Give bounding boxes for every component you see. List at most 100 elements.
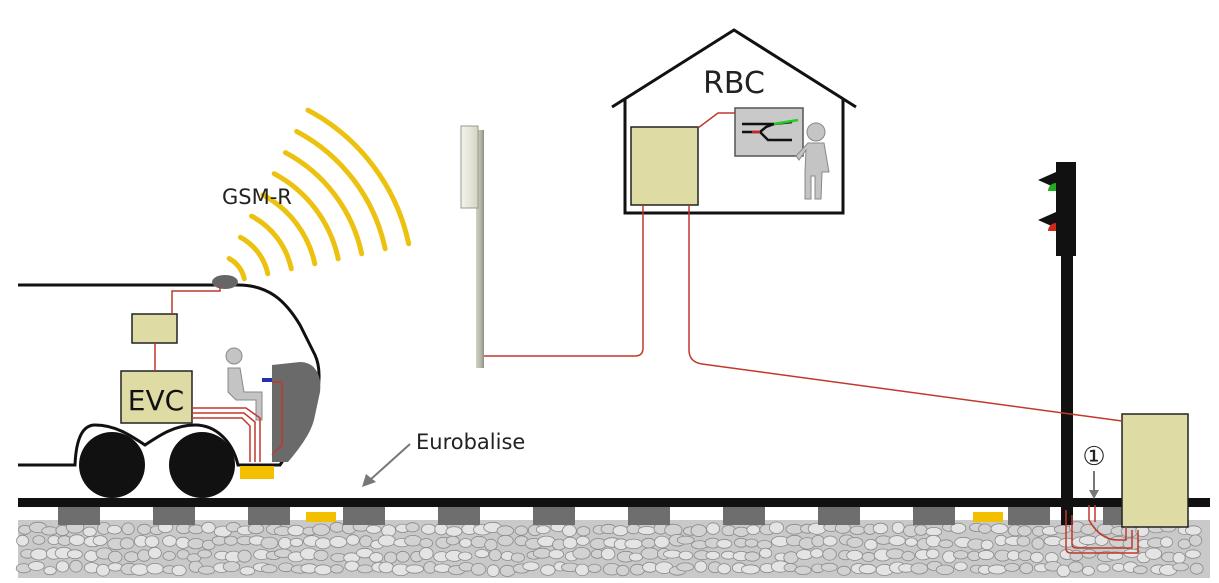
ballast-stone [562, 524, 577, 537]
ballast-stone [1172, 562, 1189, 572]
train-nose-panel [272, 362, 321, 462]
rbc-building: RBC [611, 28, 857, 215]
ballast-stone [575, 535, 590, 546]
ballast-stone [654, 535, 670, 549]
ballast-stone [846, 550, 864, 561]
ballast-stone [1172, 552, 1186, 565]
gsm-r-label: GSM-R [222, 185, 292, 209]
rail [18, 498, 1210, 507]
signal-light-red [1048, 223, 1056, 231]
ballast-stone [359, 535, 373, 548]
ballast-stone [935, 564, 955, 576]
ballast-stone [107, 525, 122, 535]
sleeper [248, 507, 290, 525]
ballast-stone [950, 522, 967, 534]
radio-wave-arc [271, 171, 341, 262]
train-driver [225, 347, 272, 421]
ballast-stone [222, 561, 241, 573]
ballast-stone [421, 523, 437, 535]
radio-unit [131, 313, 178, 344]
rbc-server [630, 126, 699, 206]
ballast-stone [914, 524, 928, 536]
ballast-stone [313, 549, 329, 562]
ballast-stone [690, 524, 708, 537]
gsm-r-antenna-mast [460, 125, 479, 209]
ballast-stone [925, 527, 943, 537]
ballast-stone [705, 550, 721, 560]
ballast-stone [329, 536, 348, 548]
ballast-stone [330, 564, 344, 574]
signal-hood-top [1038, 172, 1056, 188]
ballast-stone [637, 526, 656, 536]
cable-rbc-mast [484, 205, 644, 357]
ballast-stone [314, 564, 332, 576]
cable-evc-desk-2 [192, 412, 256, 462]
ballast-stone [694, 560, 708, 573]
ballast-stone [510, 552, 525, 563]
sleeper [913, 507, 955, 525]
eurobalise-callout: Eurobalise [362, 430, 525, 487]
ballast-stone [858, 563, 877, 575]
ballast-stone [201, 539, 216, 551]
radio-wave-arc [226, 256, 247, 282]
ballast-stone [888, 535, 906, 546]
ballast-stone [459, 538, 473, 548]
cable-underground-loop [1065, 510, 1139, 554]
ballast-stone [201, 521, 216, 534]
ballast-stone [1094, 534, 1109, 546]
ballast-stone [121, 522, 135, 536]
rbc-track-layout [742, 118, 799, 142]
ballast-stone [474, 549, 490, 559]
ballast-stone [287, 524, 305, 537]
ballast-stone [119, 537, 135, 550]
ballast-stone [69, 559, 83, 573]
ballast-stone [1017, 525, 1032, 537]
ballast-stone [405, 564, 424, 574]
radio-wave-arc [282, 150, 365, 257]
ballast-stone [1019, 562, 1034, 575]
ballast-stone [108, 550, 123, 564]
train-wheel-front [79, 432, 145, 498]
ballast-stone [942, 550, 957, 564]
ballast-stone [1030, 551, 1044, 564]
radio-wave-arc [237, 234, 271, 277]
ballast-stone [457, 551, 473, 561]
ballast-stone [741, 564, 760, 575]
ballast-stone [1078, 535, 1098, 546]
sleeper [58, 507, 100, 525]
signal-hood-bottom [1038, 212, 1056, 228]
ballast-stone [188, 524, 204, 535]
ballast-stone [419, 538, 434, 549]
ballast-stone [576, 526, 591, 537]
ballast-stone [1053, 524, 1072, 534]
ballast-bed [15, 520, 1210, 578]
ballast-stone [470, 562, 487, 576]
sleeper [1008, 507, 1050, 525]
ballast-stone [30, 548, 48, 561]
signal-light-green [1048, 183, 1056, 191]
ballast-stone [624, 538, 643, 550]
sleeper [628, 507, 670, 525]
ballast-stone [445, 535, 460, 546]
ballast-stone [329, 521, 345, 533]
ballast-stone [676, 535, 695, 545]
signal-head [1056, 162, 1076, 256]
ballast-stone [628, 552, 643, 562]
ballast-stone [366, 525, 382, 534]
ballast-stone [1106, 551, 1124, 561]
ballast-stone [977, 549, 995, 561]
ballast-stone [488, 548, 502, 562]
ballast-stone [1056, 564, 1071, 578]
ballast-stone [1031, 537, 1045, 550]
radio-waves [226, 107, 412, 282]
cable-rbc-leu [688, 205, 1123, 422]
radio-wave-arc [294, 128, 388, 252]
ballast-stone [405, 522, 420, 533]
ballast-stone [419, 547, 434, 560]
ballast-stone [953, 561, 968, 572]
ballast-stone [377, 534, 396, 547]
ballast-stone [224, 535, 238, 546]
ballast-stone [901, 550, 915, 562]
ballast-stone [837, 565, 851, 576]
